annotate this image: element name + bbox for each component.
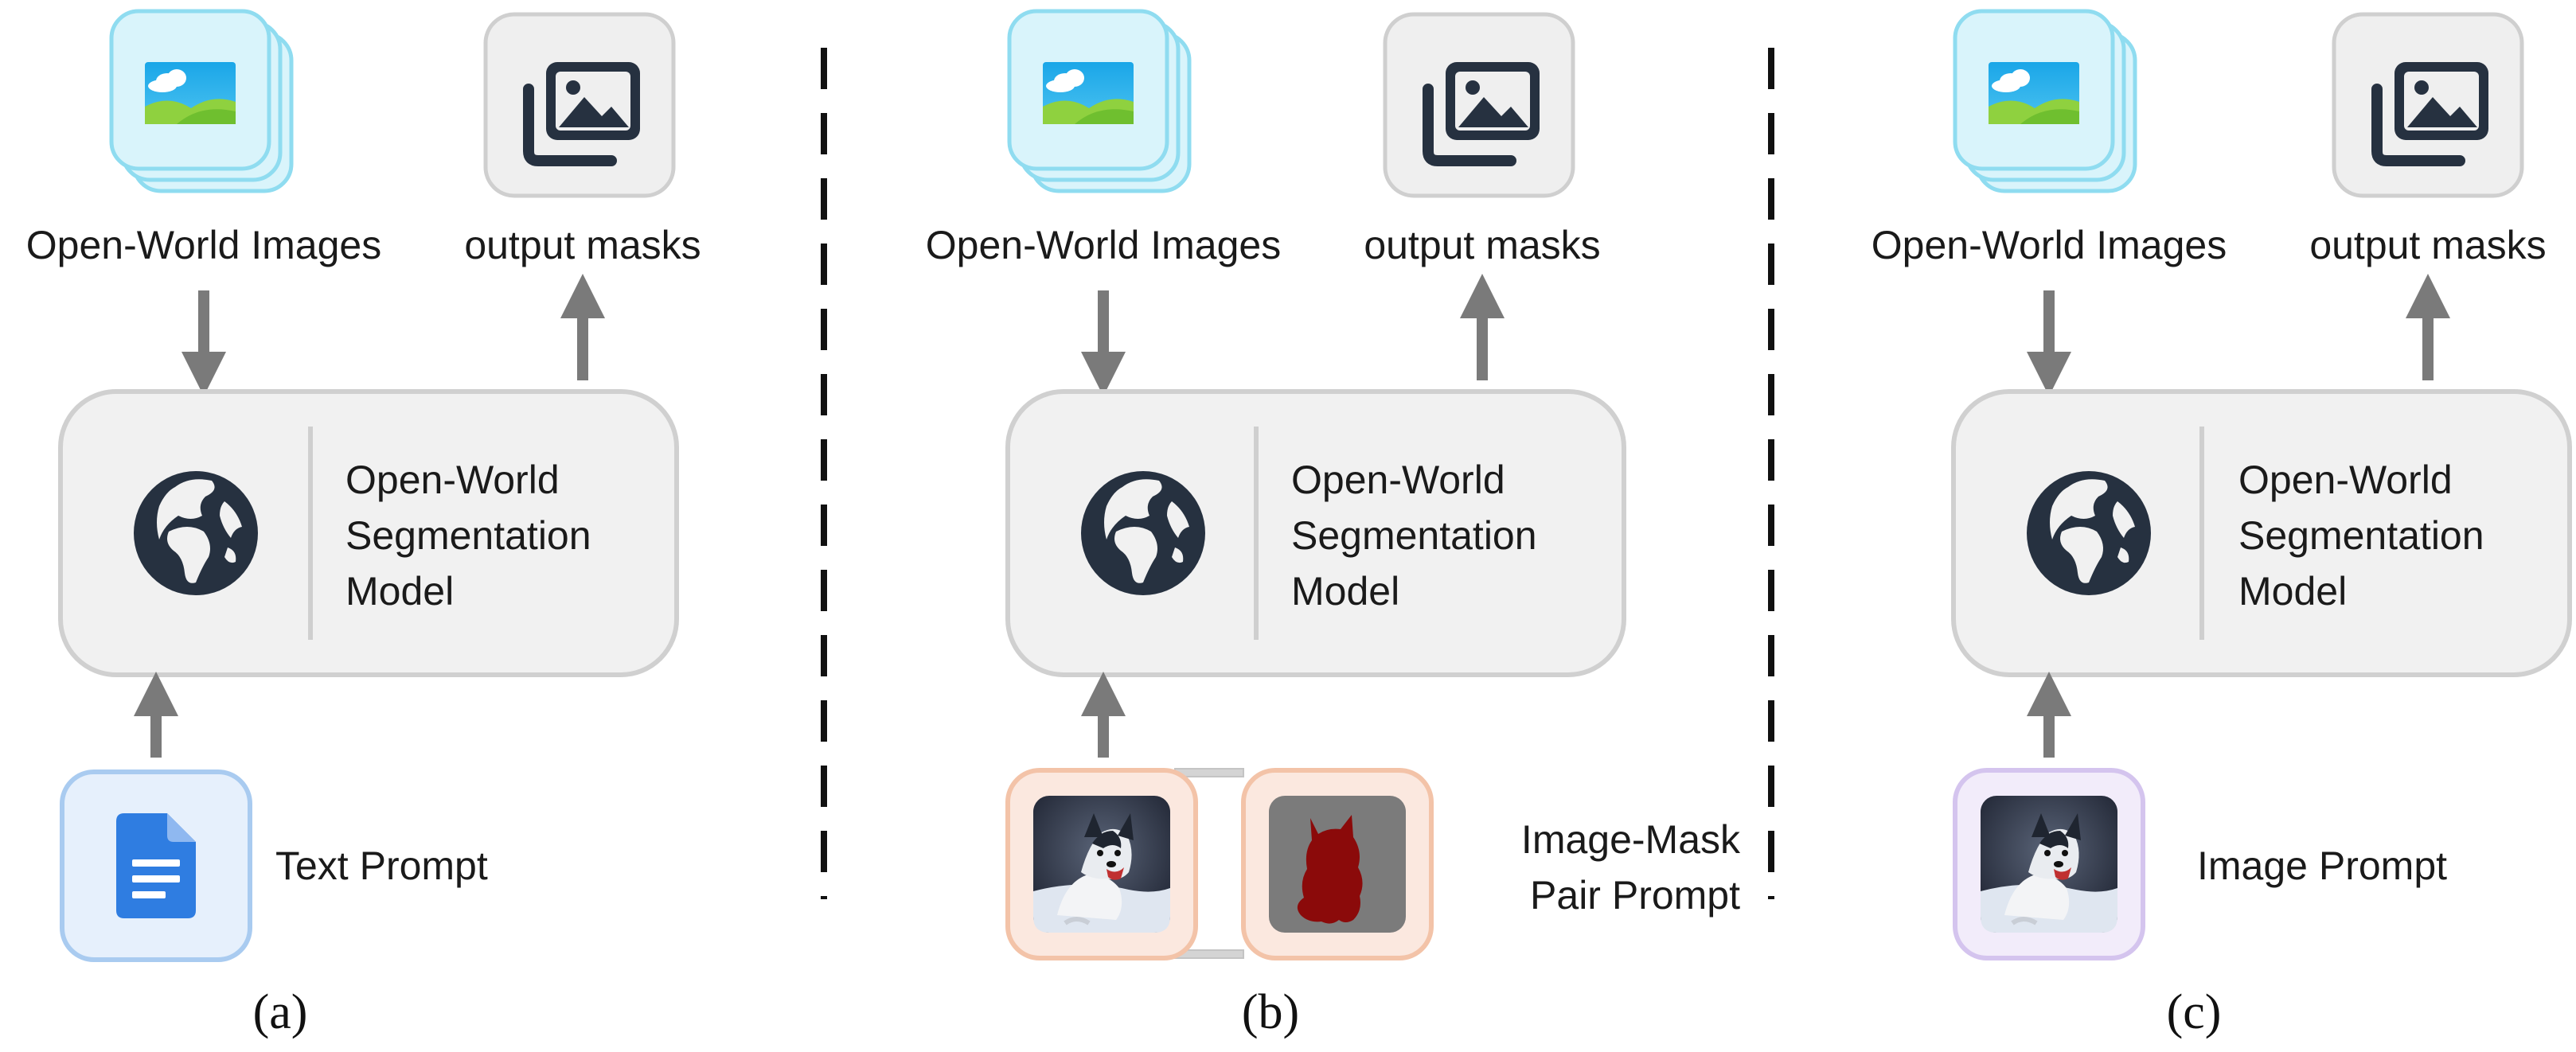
globe-icon: [134, 471, 258, 595]
model-label-line2: Segmentation: [345, 513, 591, 558]
input-label: Open-World Images: [1872, 223, 2227, 267]
image-gallery-icon: [1385, 14, 1573, 196]
dog-photo: [1033, 796, 1170, 933]
output-label: output masks: [464, 223, 701, 267]
panel-c: Open-World Images output masks Open-Worl…: [1872, 11, 2572, 1039]
image-gallery-icon: [2334, 14, 2522, 196]
dog-photo: [1981, 796, 2117, 933]
panel-b: Open-World Images output masks Open-Worl…: [926, 11, 1741, 1039]
globe-icon: [2027, 471, 2151, 595]
model-label-line2: Segmentation: [2238, 513, 2484, 558]
landscape-image-stack-icon: [111, 11, 291, 191]
image-gallery-icon: [486, 14, 673, 196]
segmentation-model-box: [1951, 389, 2572, 677]
panel-caption: (c): [2167, 985, 2222, 1039]
prompt-label: Image Prompt: [2197, 844, 2447, 888]
landscape-image-stack-icon: [1955, 11, 2135, 191]
model-label-line2: Segmentation: [1291, 513, 1537, 558]
panel-caption: (a): [253, 985, 308, 1039]
prompt-label: Text Prompt: [275, 844, 488, 888]
output-label: output masks: [1364, 223, 1600, 267]
model-label-line1: Open-World: [345, 458, 560, 502]
panel-caption: (b): [1242, 985, 1299, 1039]
segmentation-model-box: [58, 389, 679, 677]
model-label-line3: Model: [1291, 569, 1399, 614]
model-label-line1: Open-World: [1291, 458, 1505, 502]
dog-mask: [1269, 796, 1406, 933]
output-label: output masks: [2309, 223, 2546, 267]
input-label: Open-World Images: [926, 223, 1281, 267]
input-label: Open-World Images: [26, 223, 381, 267]
model-label-line3: Model: [345, 569, 454, 614]
panel-a: Open-World Images output masks Open-Worl…: [26, 11, 701, 1039]
model-label-line1: Open-World: [2238, 458, 2453, 502]
model-label-line3: Model: [2238, 569, 2347, 614]
globe-icon: [1081, 471, 1205, 595]
prompt-label-line1: Image-Mask: [1521, 817, 1741, 862]
segmentation-model-box: [1005, 389, 1626, 677]
prompt-label-line2: Pair Prompt: [1530, 873, 1740, 918]
landscape-image-stack-icon: [1009, 11, 1189, 191]
